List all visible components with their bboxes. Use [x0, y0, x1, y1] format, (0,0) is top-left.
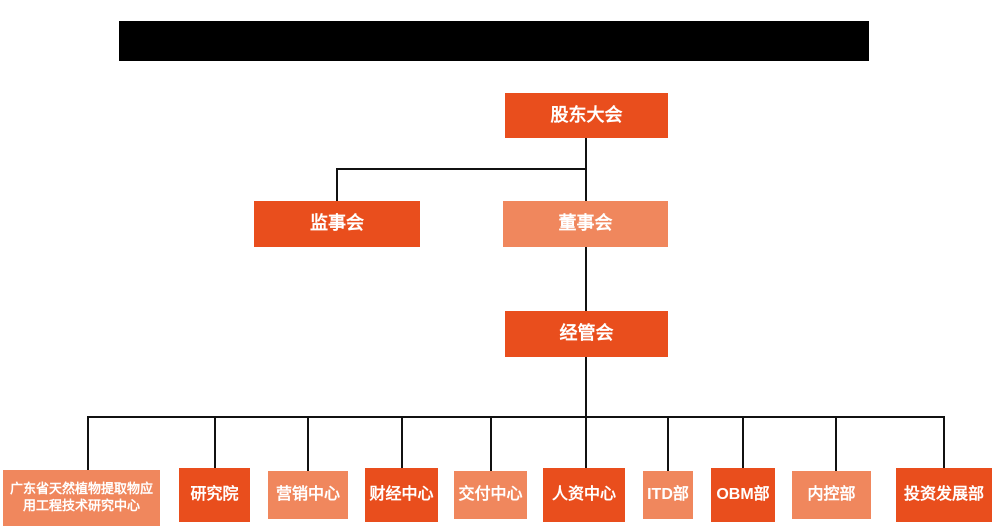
node-itd-dept: ITD部 [643, 471, 693, 519]
connector-line [585, 416, 587, 472]
connector-line [307, 416, 309, 472]
connector-line [87, 416, 945, 418]
connector-line [87, 416, 89, 472]
connector-line [490, 416, 492, 472]
node-research-institute: 研究院 [179, 468, 250, 522]
node-internal-control-dept: 内控部 [792, 471, 871, 519]
node-investment-development-dept: 投资发展部 [896, 468, 992, 522]
connector-line [943, 416, 945, 472]
node-finance-center: 财经中心 [365, 468, 438, 522]
connector-line [336, 168, 338, 202]
connector-line [585, 247, 587, 311]
connector-line [214, 416, 216, 472]
connector-line [401, 416, 403, 472]
node-marketing-center: 营销中心 [268, 471, 348, 519]
connector-line [667, 416, 669, 472]
node-supervisory-board: 监事会 [254, 201, 420, 247]
connector-line [585, 357, 587, 417]
connector-line [835, 416, 837, 472]
node-guangdong-plant-extract-research-center: 广东省天然植物提取物应用工程技术研究中心 [3, 470, 160, 526]
node-hr-center: 人资中心 [543, 468, 625, 522]
redacted-title-bar [119, 21, 869, 61]
node-board-of-directors: 董事会 [503, 201, 668, 247]
node-delivery-center: 交付中心 [454, 471, 527, 519]
node-management-committee: 经管会 [505, 311, 668, 357]
connector-line [742, 416, 744, 472]
node-shareholders-meeting: 股东大会 [505, 93, 668, 138]
connector-line [336, 168, 587, 170]
node-obm-dept: OBM部 [711, 468, 775, 522]
